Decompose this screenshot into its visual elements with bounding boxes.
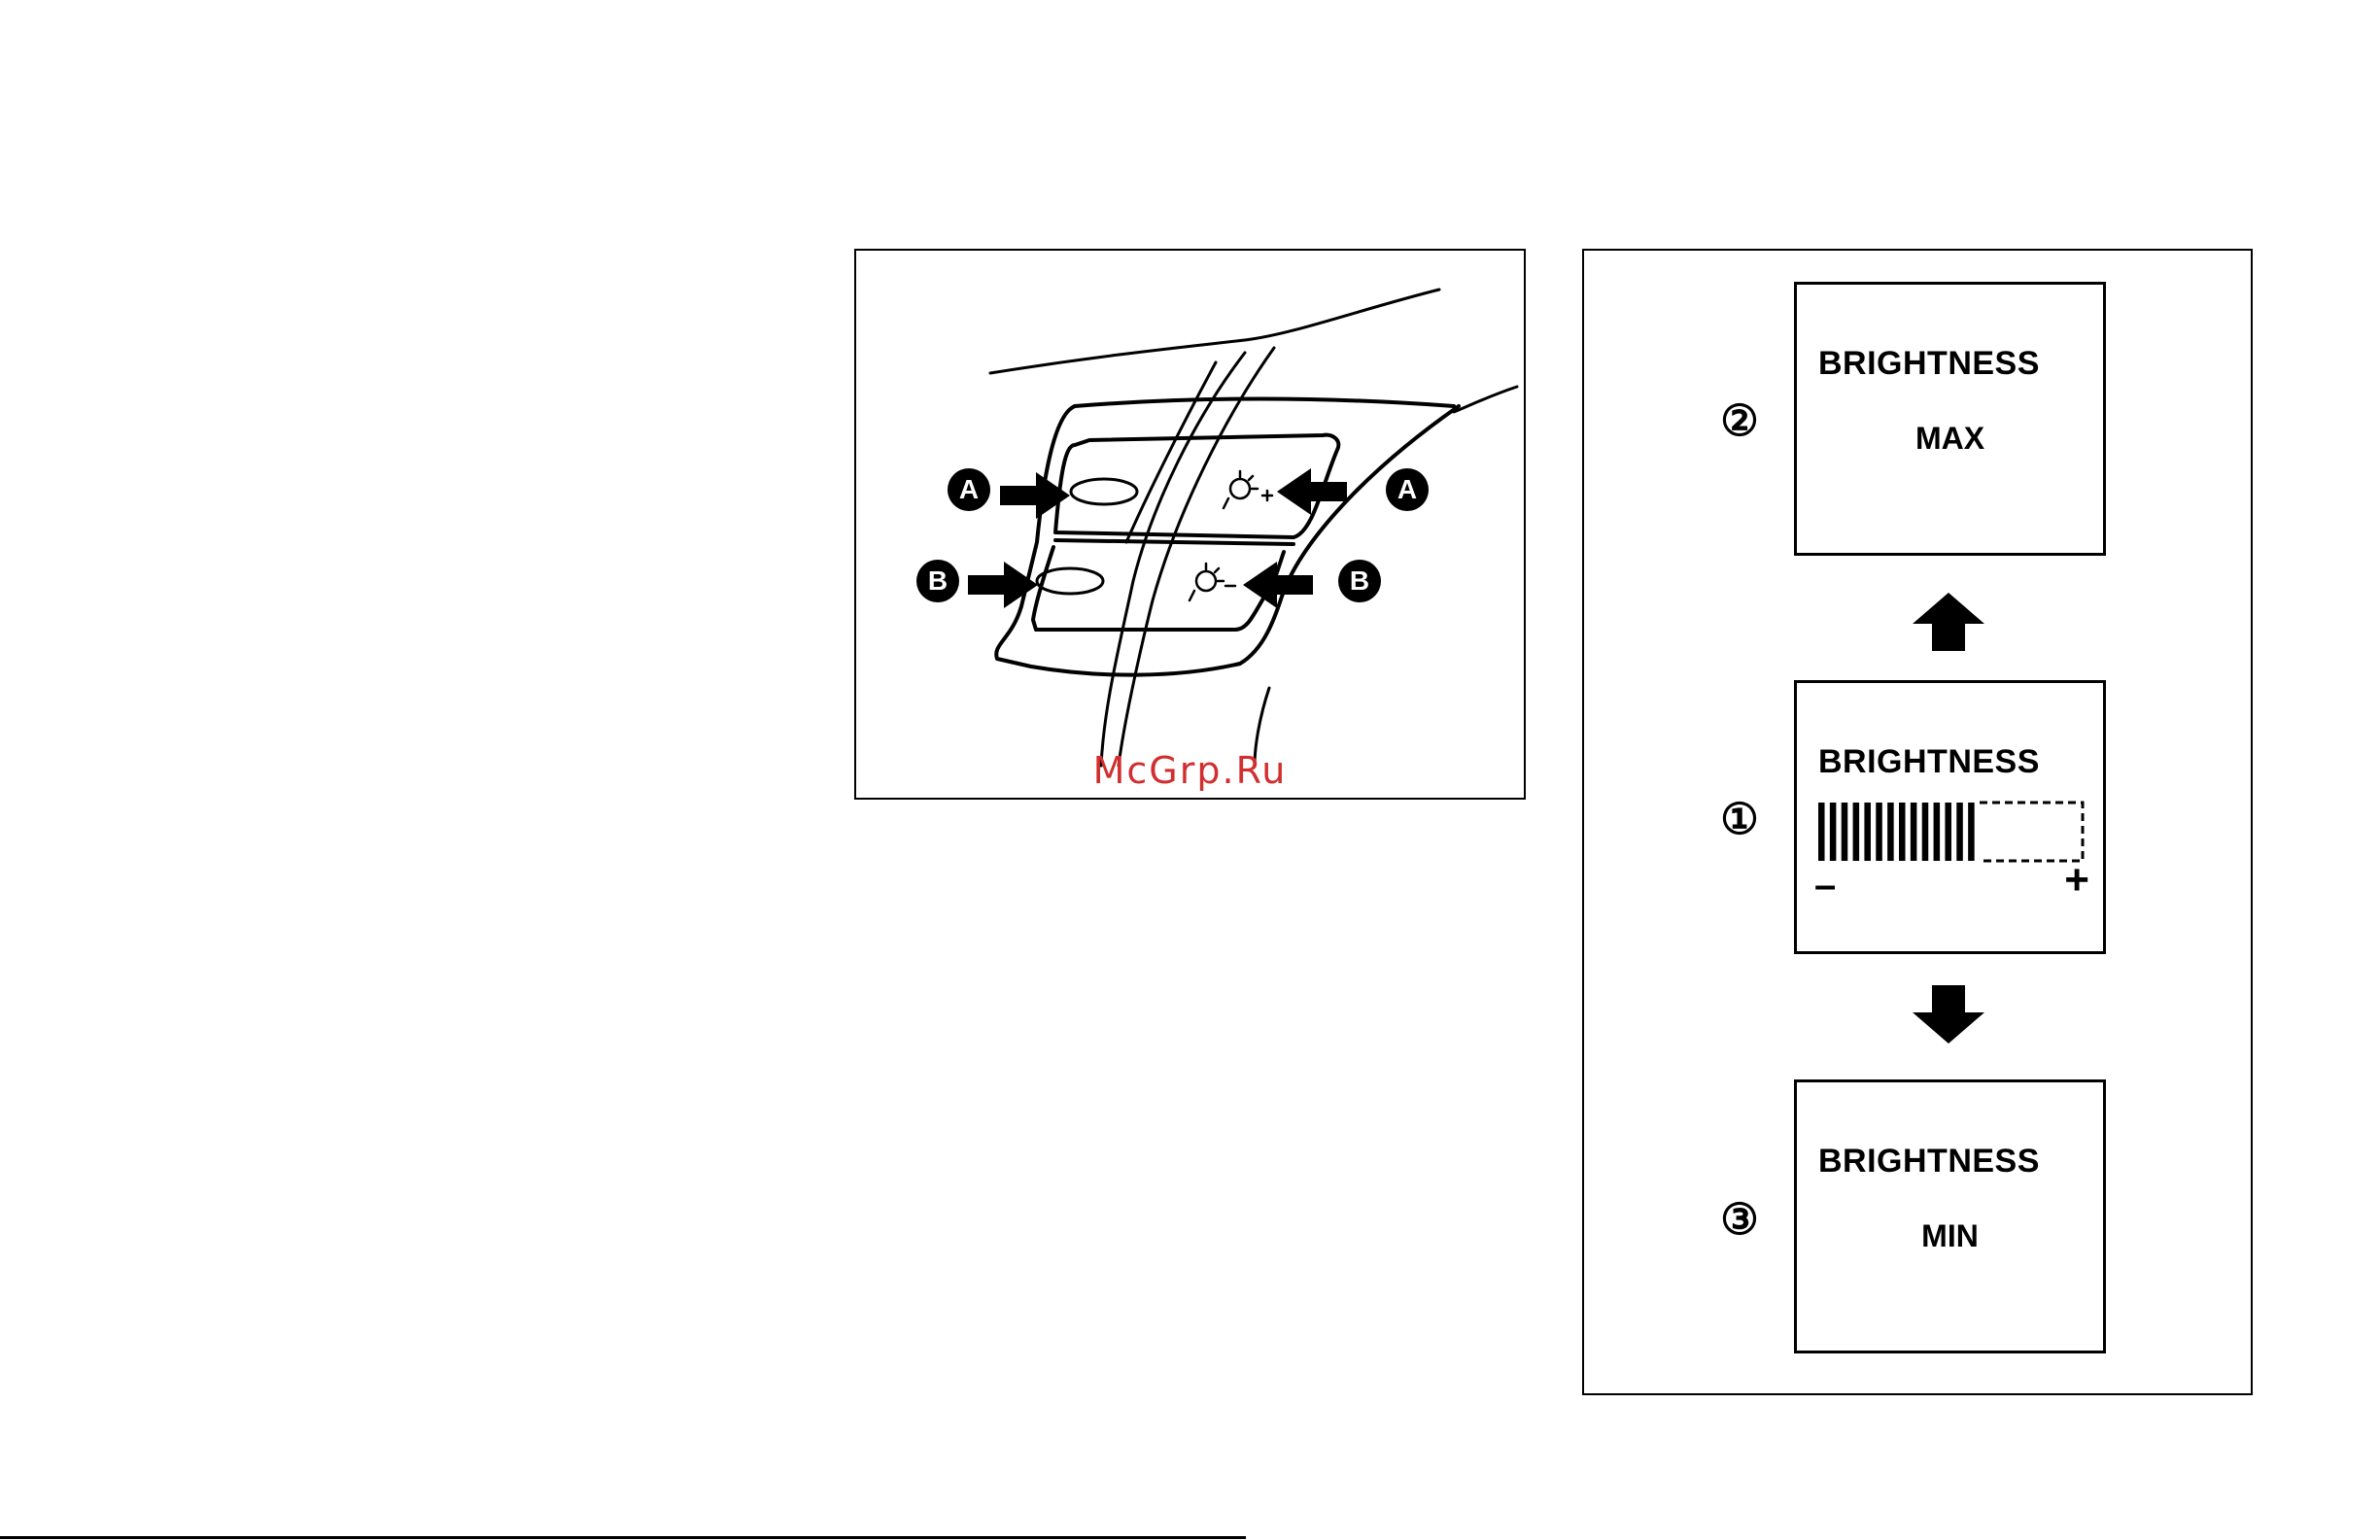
screen-brightness-min: BRIGHTNESS MIN [1794,1079,2106,1353]
callout-b-right: B [1338,560,1381,602]
screen-min-value: MIN [1797,1218,2103,1254]
screen-max-value: MAX [1797,421,2103,457]
brightness-segment [1899,803,1906,861]
screen-brightness-bar: BRIGHTNESS – + [1794,680,2106,954]
callout-b-left: B [916,560,959,602]
watermark: McGrp.Ru [856,749,1524,792]
brightness-remaining-outline [1980,803,2083,861]
brightness-segment [1830,803,1837,861]
screen-min-title: BRIGHTNESS [1818,1143,2040,1181]
brightness-segment [1864,803,1871,861]
brightness-segment [1968,803,1975,861]
screen-brightness-max: BRIGHTNESS MAX [1794,282,2106,556]
brightness-segment [1922,803,1929,861]
screen-max-title: BRIGHTNESS [1818,345,2040,383]
brightness-segment [1934,803,1941,861]
brightness-segment [1842,803,1848,861]
minus-sign: – [1814,864,1836,907]
page-bottom-rule [0,1536,1246,1539]
brightness-level-bar [1816,800,2085,864]
brightness-display-sequence: ② BRIGHTNESS MAX ① BRIGHTNESS – + ③ BRIG… [1582,249,2253,1395]
brightness-segment [1945,803,1951,861]
brightness-segment [1853,803,1860,861]
brightness-segment [1876,803,1882,861]
switch-line-art [856,251,1524,798]
step-label-min: ③ [1710,1195,1769,1245]
arrow-down-icon [1913,985,1984,1044]
plus-sign: + [2064,856,2089,905]
callout-a-right: A [1386,468,1429,511]
callout-a-left: A [948,468,990,511]
arrow-up-icon [1913,593,1984,651]
brightness-segment [1956,803,1963,861]
step-label-max: ② [1710,396,1769,446]
step-label-bar: ① [1710,795,1769,844]
steering-switch-illustration: A A B B McGrp.Ru [854,249,1526,800]
brightness-segment [1887,803,1894,861]
screen-bar-title: BRIGHTNESS [1818,743,2040,781]
brightness-segment [1911,803,1917,861]
brightness-segment [1818,803,1825,861]
